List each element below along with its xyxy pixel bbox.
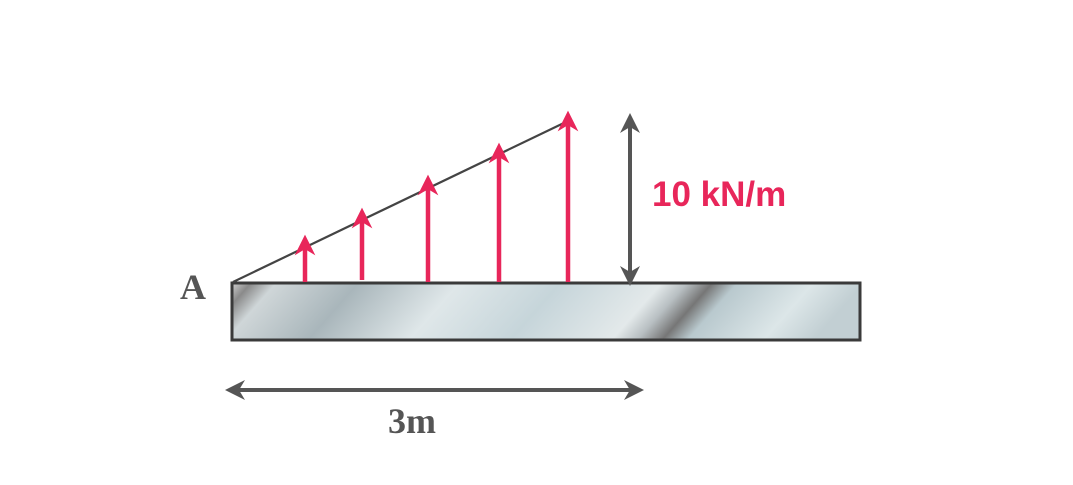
point-a-label: A [180,267,206,307]
length-label: 3m [388,401,436,441]
load-envelope-line [232,120,569,283]
load-magnitude-label: 10 kN/m [652,175,786,214]
beam [230,281,862,342]
load-arrows [294,110,579,282]
